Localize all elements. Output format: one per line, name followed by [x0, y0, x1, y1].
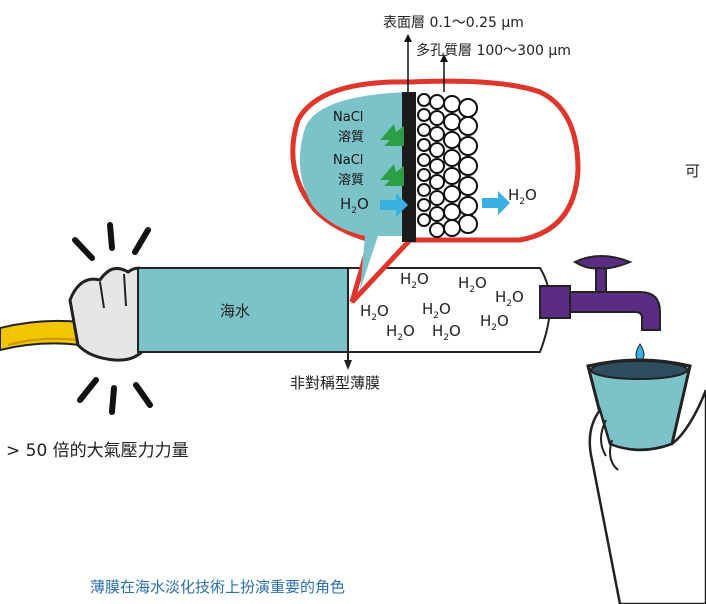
water-arrow-in [380, 193, 408, 217]
porous-layer [417, 93, 478, 238]
porous-layer-label: 多孔質層 100～300 μm [416, 43, 571, 59]
hand-icon [588, 389, 706, 604]
water-out-label: H2O [508, 186, 537, 207]
hose-icon [0, 319, 81, 352]
seawater-label: 海水 [220, 302, 251, 320]
caption: 薄膜在海水淡化技術上扮演重要的角色 [90, 578, 346, 596]
pressure-label: > 50 倍的大氣壓力力量 [6, 441, 189, 461]
side-char: 可 [685, 162, 701, 180]
water-arrow-out [482, 191, 510, 215]
h2o-molecule: H2O [422, 300, 451, 321]
membrane-label: 非對稱型薄膜 [290, 374, 381, 392]
solute-label-1: 溶質 [338, 130, 365, 145]
pressure-burst-icon [72, 222, 153, 415]
h2o-molecule: H2O [480, 312, 509, 333]
nacl-label-1: NaCl [333, 110, 364, 125]
water-in-label: H2O [340, 195, 369, 216]
faucet-icon [539, 255, 661, 331]
h2o-molecule: H2O [386, 322, 415, 343]
surface-layer-label: 表面層 0.1～0.25 μm [383, 15, 524, 31]
solute-arrow-1 [380, 124, 404, 146]
h2o-molecule: H2O [458, 274, 487, 295]
solute-label-2: 溶質 [338, 173, 365, 188]
h2o-molecule: H2O [432, 322, 461, 343]
h2o-molecule: H2O [400, 270, 429, 291]
surface-layer [402, 92, 416, 242]
h2o-molecule: H2O [495, 288, 524, 309]
solute-arrow-2 [380, 164, 404, 186]
nacl-label-2: NaCl [333, 153, 364, 168]
h2o-molecule: H2O [360, 302, 389, 323]
